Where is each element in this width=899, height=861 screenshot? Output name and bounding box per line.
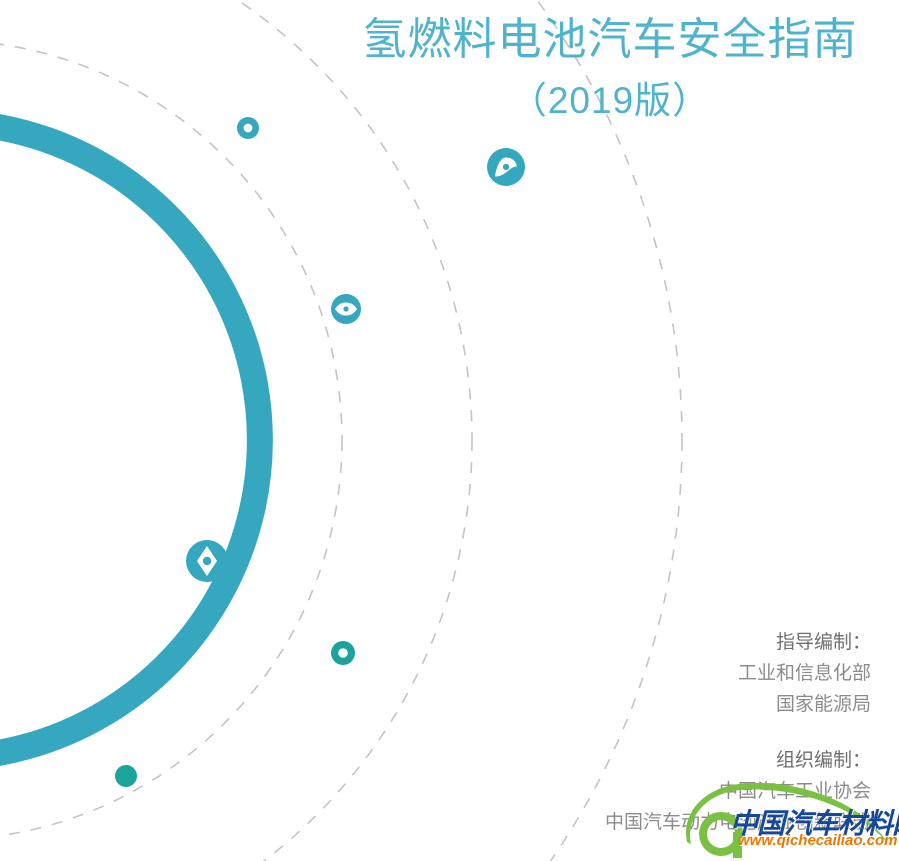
orbit-marker-eye-small [331,294,361,324]
credit-heading-guidance: 指导编制： [775,632,871,653]
credits-block: 指导编制： 工业和信息化部 国家能源局 组织编制： 中国汽车工业协会 中国汽车动… [311,628,871,839]
orbit-marker-eye-large [487,148,525,186]
credit-line-guidance-0: 工业和信息化部 [737,662,871,684]
dashed-ring-inner [0,43,343,837]
page-title: 氢燃料电池汽车安全指南 [362,15,858,64]
orbit-marker-dot-solid [115,765,137,787]
eye-lens-icon [335,302,357,316]
title-block: 氢燃料电池汽车安全指南 （2019版） [330,14,890,122]
credit-heading-organization: 组织编制： [775,750,871,772]
credit-group-guidance: 指导编制： 工业和信息化部 国家能源局 [311,628,871,720]
orbit-marker-compass [186,540,228,582]
green-car-swoosh-icon [686,782,889,858]
eye-lens-icon [495,157,517,177]
watermark-url-text: www.qichecailiao.com [738,832,898,849]
credit-line-guidance-1: 国家能源局 [775,693,871,715]
compass-icon [197,546,217,576]
orbit-marker-ring-small [237,117,259,139]
watermark-brand-text: 中国汽车材料网 [730,808,899,839]
site-watermark: 中国汽车材料网 www.qichecailiao.com [683,782,899,861]
thick-teal-arc [0,114,273,766]
page-subtitle-edition: （2019版） [509,79,711,121]
